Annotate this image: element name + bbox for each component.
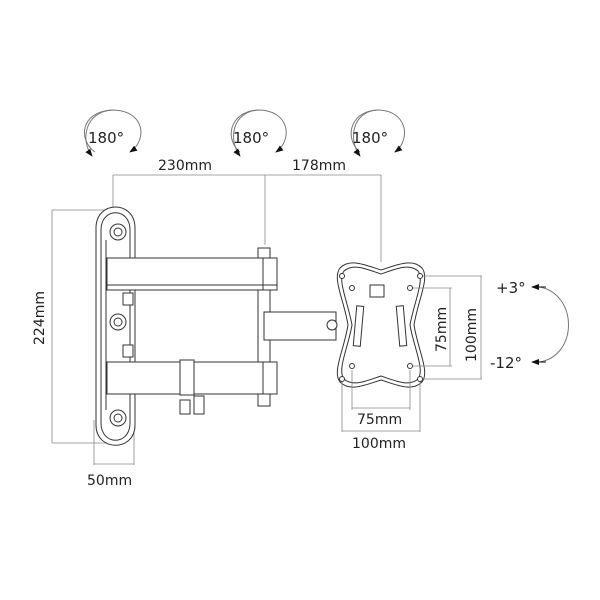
vesa-plate [336,262,426,388]
rotation-label: 180° [88,129,124,147]
swing-arm-upper [106,247,278,291]
vesa-outer-height: 100mm [464,308,480,362]
wall-plate-width: 50mm [87,473,132,489]
vesa-dimension-lines [341,275,482,432]
arm-second-length: 178mm [292,158,346,174]
rotation-label: 180° [233,129,269,147]
vesa-inner-width: 75mm [357,412,402,428]
rotation-indicator-middle: 180° [230,109,287,157]
tilt-up-label: +3° [496,279,526,297]
swing-arm-lower [106,359,278,415]
vesa-outer-width: 100mm [352,436,406,452]
arm-first-length: 230mm [158,158,212,174]
arm-connector [122,290,338,362]
arm-dimension-lines [112,174,382,262]
vesa-inner-height: 75mm [434,307,450,352]
rotation-indicator-wall: 180° [84,109,142,157]
wall-plate-height: 224mm [32,291,48,345]
tilt-indicator [531,284,569,365]
rotation-label: 180° [352,129,388,147]
wall-plate [95,206,136,446]
tilt-down-label: -12° [490,354,522,372]
rotation-indicator-head: 180° [350,109,406,157]
